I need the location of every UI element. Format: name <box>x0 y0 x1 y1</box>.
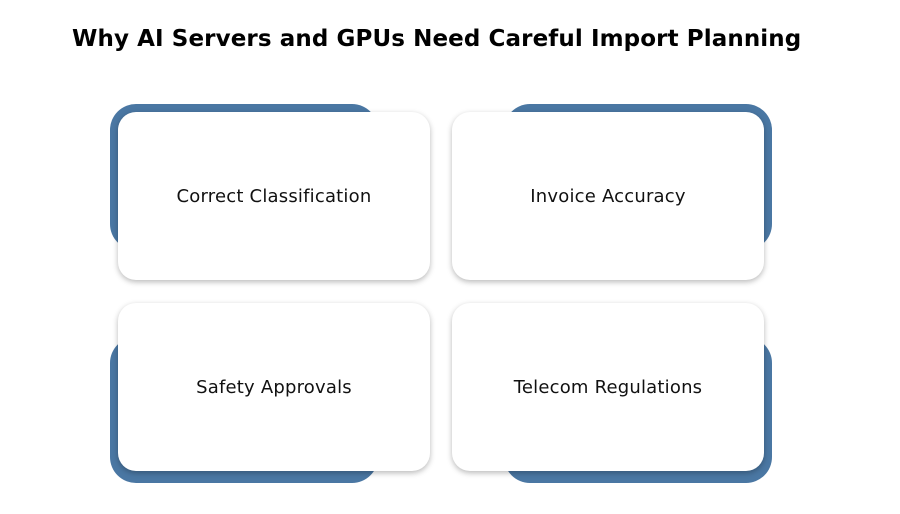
page-title: Why AI Servers and GPUs Need Careful Imp… <box>72 26 802 52</box>
card-telecom-regulations: Telecom Regulations <box>452 303 774 483</box>
card-panel: Safety Approvals <box>118 303 430 471</box>
card-safety-approvals: Safety Approvals <box>110 303 432 483</box>
card-invoice-accuracy: Invoice Accuracy <box>452 104 774 284</box>
card-panel: Invoice Accuracy <box>452 112 764 280</box>
card-correct-classification: Correct Classification <box>110 104 432 284</box>
card-panel: Telecom Regulations <box>452 303 764 471</box>
card-label: Correct Classification <box>176 185 372 207</box>
card-panel: Correct Classification <box>118 112 430 280</box>
card-label: Telecom Regulations <box>513 376 703 398</box>
card-label: Invoice Accuracy <box>530 185 686 207</box>
card-label: Safety Approvals <box>196 376 352 398</box>
